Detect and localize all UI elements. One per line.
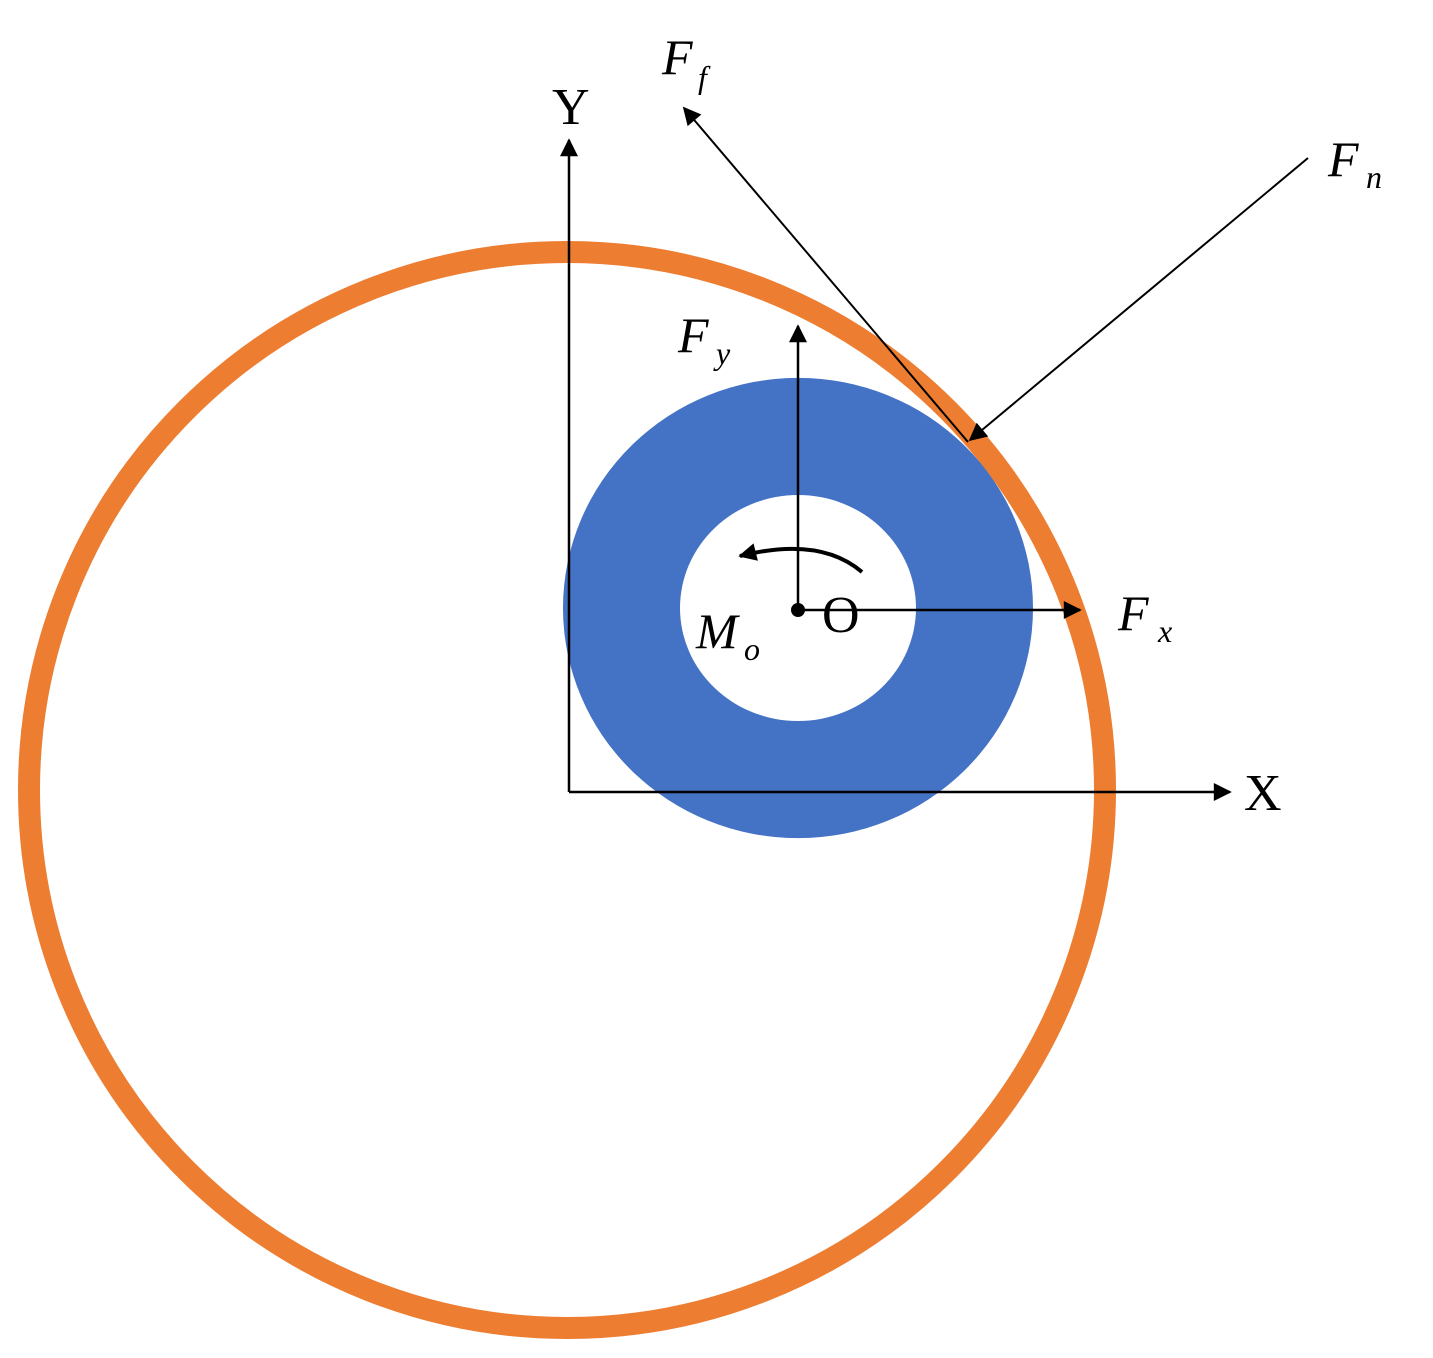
force-y-label-sub: y — [713, 335, 731, 371]
force-x-label-main: F — [1117, 585, 1149, 641]
friction-force-label: F f — [661, 29, 711, 95]
force-y-label: F y — [677, 307, 731, 371]
normal-force-label: F n — [1327, 131, 1382, 195]
y-axis-label: Y — [552, 79, 590, 136]
stator-ring — [18, 241, 1116, 1339]
moment-label: M o — [695, 603, 760, 667]
normal-force-arrow — [968, 157, 1309, 442]
moment-label-main: M — [695, 603, 740, 659]
moment-label-sub: o — [744, 631, 760, 667]
origin-label: O — [822, 587, 860, 644]
force-x-label: F x — [1117, 585, 1172, 649]
rotor-annulus — [562, 377, 1034, 839]
center-point — [791, 603, 805, 617]
x-axis-label: X — [1244, 765, 1282, 822]
force-x-label-sub: x — [1157, 613, 1172, 649]
force-y-label-main: F — [677, 307, 709, 363]
moment-arrow — [738, 543, 864, 574]
normal-force-label-sub: n — [1366, 159, 1382, 195]
normal-force-label-main: F — [1327, 131, 1359, 187]
friction-force-arrow — [682, 106, 969, 443]
friction-force-label-sub: f — [698, 59, 711, 95]
friction-force-label-main: F — [661, 29, 693, 85]
